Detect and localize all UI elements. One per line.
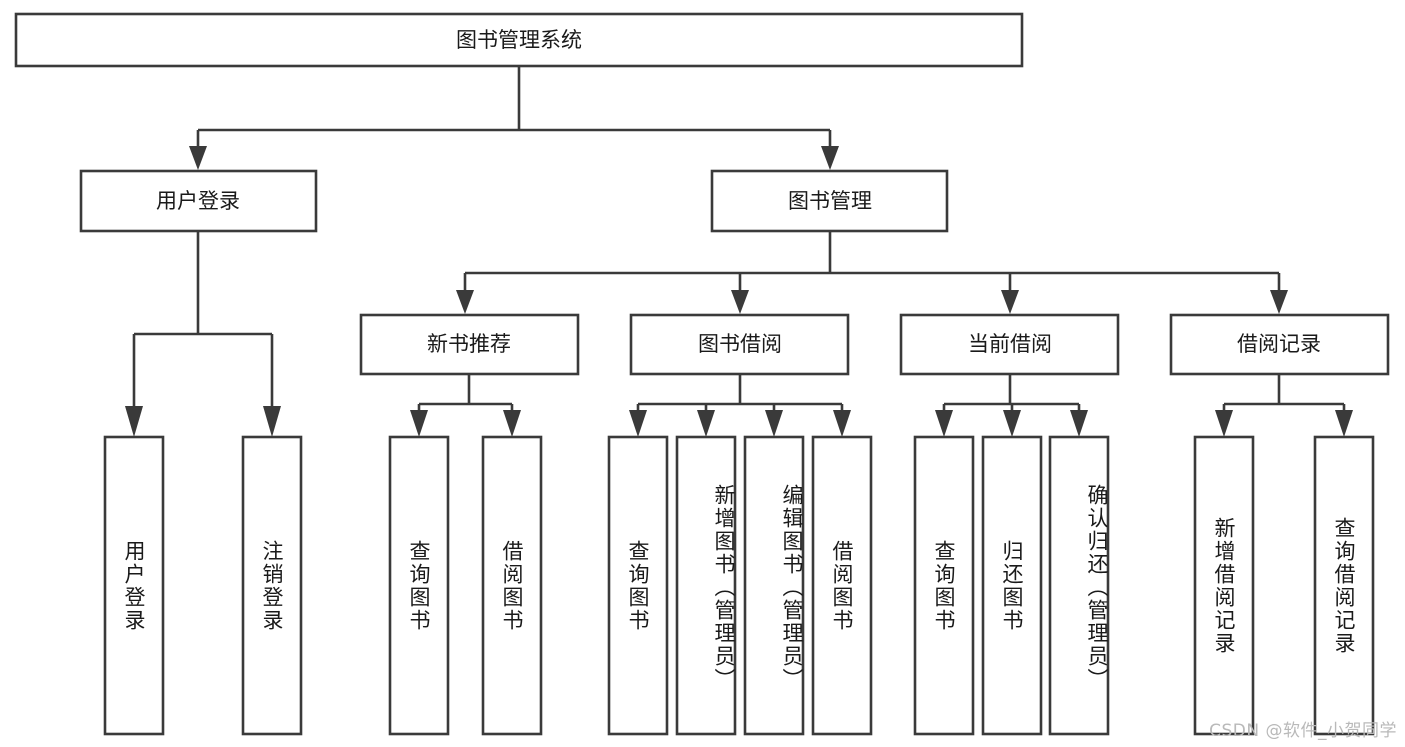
node-current-borrow[interactable]: 当前借阅 (899, 313, 1120, 376)
node-borrow-record[interactable]: 借阅记录 (1169, 313, 1390, 376)
leaf-book-borrow-4[interactable] (811, 435, 873, 736)
node-new-book-recommend-label: 新书推荐 (427, 332, 511, 356)
node-book-borrow[interactable]: 图书借阅 (629, 313, 850, 376)
node-book-manage-label: 图书管理 (788, 189, 872, 213)
node-root-label: 图书管理系统 (456, 28, 582, 52)
leaf-book-borrow-1[interactable] (607, 435, 669, 736)
node-book-borrow-label: 图书借阅 (698, 332, 782, 356)
nodes-layer: 图书管理系统 用户登录 图书管理 新书推荐 图书借阅 (14, 12, 1390, 736)
leaf-current-borrow-1[interactable] (913, 435, 975, 736)
node-current-borrow-label: 当前借阅 (968, 332, 1052, 356)
node-root-system[interactable]: 图书管理系统 (14, 12, 1024, 68)
arrow-level3-4 (1270, 290, 1288, 314)
leaf-new-book-2[interactable] (481, 435, 543, 736)
arrow-bookborrow-leaf-4 (833, 410, 851, 437)
arrow-newbook-leaf-1 (410, 410, 428, 437)
arrow-level3-2 (731, 290, 749, 314)
arrow-userlogin-leaf-2 (263, 406, 281, 437)
leaf-borrow-record-1[interactable] (1193, 435, 1255, 736)
node-user-login-label: 用户登录 (156, 189, 240, 213)
arrow-level3-1 (456, 290, 474, 314)
leaf-new-book-1[interactable] (388, 435, 450, 736)
leaf-book-borrow-2[interactable] (675, 435, 737, 736)
leaf-borrow-record-2[interactable] (1313, 435, 1375, 736)
node-user-login[interactable]: 用户登录 (79, 169, 318, 233)
arrow-to-book-manage (821, 146, 839, 170)
edges-layer (125, 66, 1353, 437)
arrow-currentborrow-leaf-3 (1070, 410, 1088, 437)
arrow-borrowrecord-leaf-1 (1215, 410, 1233, 437)
node-new-book-recommend[interactable]: 新书推荐 (359, 313, 580, 376)
arrow-bookborrow-leaf-1 (629, 410, 647, 437)
arrow-bookborrow-leaf-2 (697, 410, 715, 437)
arrow-borrowrecord-leaf-2 (1335, 410, 1353, 437)
arrow-newbook-leaf-2 (503, 410, 521, 437)
arrow-level3-3 (1001, 290, 1019, 314)
node-borrow-record-label: 借阅记录 (1237, 332, 1321, 356)
arrow-currentborrow-leaf-2 (1003, 410, 1021, 437)
leaf-book-borrow-3[interactable] (743, 435, 805, 736)
leaf-current-borrow-2[interactable] (981, 435, 1043, 736)
leaf-current-borrow-3[interactable] (1048, 435, 1110, 736)
arrow-to-user-login (189, 146, 207, 170)
arrow-userlogin-leaf-1 (125, 406, 143, 437)
csdn-watermark: CSDN @软件_小贺同学 (1209, 721, 1397, 741)
leaf-user-login-2[interactable] (241, 435, 303, 736)
leaf-user-login-1[interactable] (103, 435, 165, 736)
node-book-manage[interactable]: 图书管理 (710, 169, 949, 233)
arrow-bookborrow-leaf-3 (765, 410, 783, 437)
arrow-currentborrow-leaf-1 (935, 410, 953, 437)
